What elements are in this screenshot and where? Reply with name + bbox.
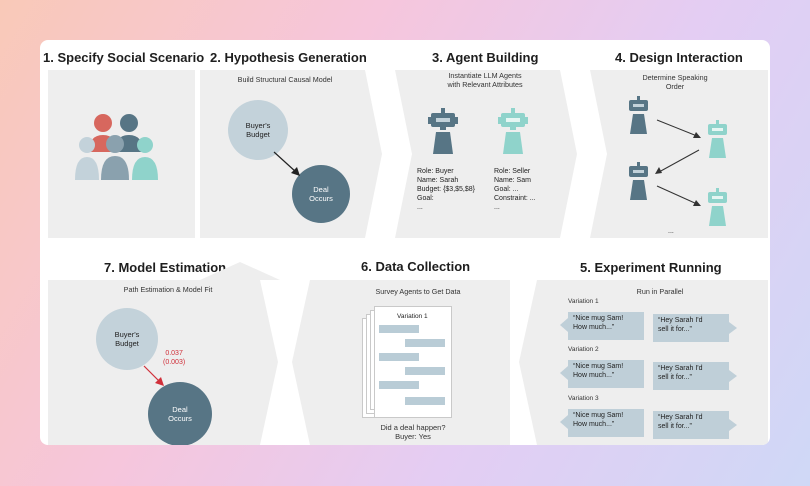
section-2-subtitle: Build Structural Causal Model — [237, 75, 333, 84]
buyer-message-3: “Nice mug Sam! How much...” — [568, 409, 644, 437]
seller-attr-role: Role: Seller — [494, 168, 531, 175]
seller-attr-name: Name: Sam — [494, 177, 531, 184]
budget-node: Buyer's Budget — [228, 100, 288, 160]
deal-node-estimated: Deal Occurs — [148, 382, 212, 445]
section-5-title: 5. Experiment Running — [580, 260, 722, 275]
seller-message-2: “Hey Sarah I'd sell it for...” — [653, 362, 729, 390]
section-6-subtitle: Survey Agents to Get Data — [375, 287, 461, 296]
panel-1 — [48, 70, 195, 238]
variation-1-label: Variation 1 — [568, 298, 599, 305]
buyer-attr-budget: Budget: {$3,$5,$8} — [417, 186, 475, 193]
panel-7-arrowhead — [200, 262, 280, 280]
survey-sheet-label: Variation 1 — [397, 313, 428, 320]
section-4-title: 4. Design Interaction — [615, 50, 743, 65]
section-7-subtitle: Path Estimation & Model Fit — [123, 285, 213, 294]
section-4-subtitle: Determine Speaking Order — [642, 73, 708, 91]
variation-3-label: Variation 3 — [568, 395, 599, 402]
survey-caption: Did a deal happen? Buyer: Yes — [380, 423, 446, 441]
section-2-title: 2. Hypothesis Generation — [210, 50, 367, 65]
causal-arrow — [273, 151, 300, 176]
seller-attr-constraint: Constraint: ... — [494, 195, 536, 202]
robot-seller-2 — [708, 188, 727, 226]
seller-message-3: “Hey Sarah I'd sell it for...” — [653, 411, 729, 439]
survey-response-bar — [379, 325, 419, 333]
survey-response-bar — [405, 339, 445, 347]
seller-robot-icon — [498, 108, 528, 154]
robot-seller-1 — [708, 120, 727, 158]
survey-response-bar — [405, 367, 445, 375]
section-6-title: 6. Data Collection — [361, 259, 471, 274]
buyer-message-1: “Nice mug Sam! How much...” — [568, 312, 644, 340]
robot-buyer-1 — [629, 96, 648, 134]
buyer-attr-goal: Goal: — [417, 195, 434, 202]
deal-node: Deal Occurs — [292, 165, 350, 223]
seller-attr-more: ... — [494, 204, 500, 211]
survey-response-bar — [379, 353, 419, 361]
buyer-attr-more: ... — [417, 204, 423, 211]
panel-3 — [395, 70, 577, 238]
diagram-card: 1. Specify Social Scenario 2. Hypothesis… — [40, 40, 770, 445]
seller-message-1: “Hey Sarah I'd sell it for...” — [653, 314, 729, 342]
survey-sheet-front: Variation 1 — [374, 306, 452, 418]
variation-2-label: Variation 2 — [568, 346, 599, 353]
path-coefficient: 0.037 (0.003) — [163, 350, 186, 366]
buyer-message-2: “Nice mug Sam! How much...” — [568, 360, 644, 388]
speaking-order-diagram — [629, 96, 727, 226]
section-7-title: 7. Model Estimation — [104, 260, 227, 275]
people-group-icon — [75, 114, 158, 180]
section-1-title: 1. Specify Social Scenario — [43, 50, 205, 65]
robot-buyer-2 — [629, 162, 648, 200]
budget-node-estimated: Buyer's Budget — [96, 308, 158, 370]
section-3-subtitle: Instantiate LLM Agents with Relevant Att… — [447, 71, 523, 89]
estimated-arrow — [143, 365, 164, 386]
section-3-title: 3. Agent Building — [432, 50, 539, 65]
survey-response-bar — [405, 397, 445, 405]
buyer-attr-role: Role: Buyer — [417, 168, 454, 175]
buyer-robot-icon — [428, 108, 458, 154]
buyer-attr-name: Name: Sarah — [417, 177, 459, 184]
seller-attr-goal: Goal: ... — [494, 186, 519, 193]
order-ellipsis: ... — [668, 228, 674, 235]
section-5-subtitle: Run in Parallel — [636, 287, 684, 296]
survey-response-bar — [379, 381, 419, 389]
